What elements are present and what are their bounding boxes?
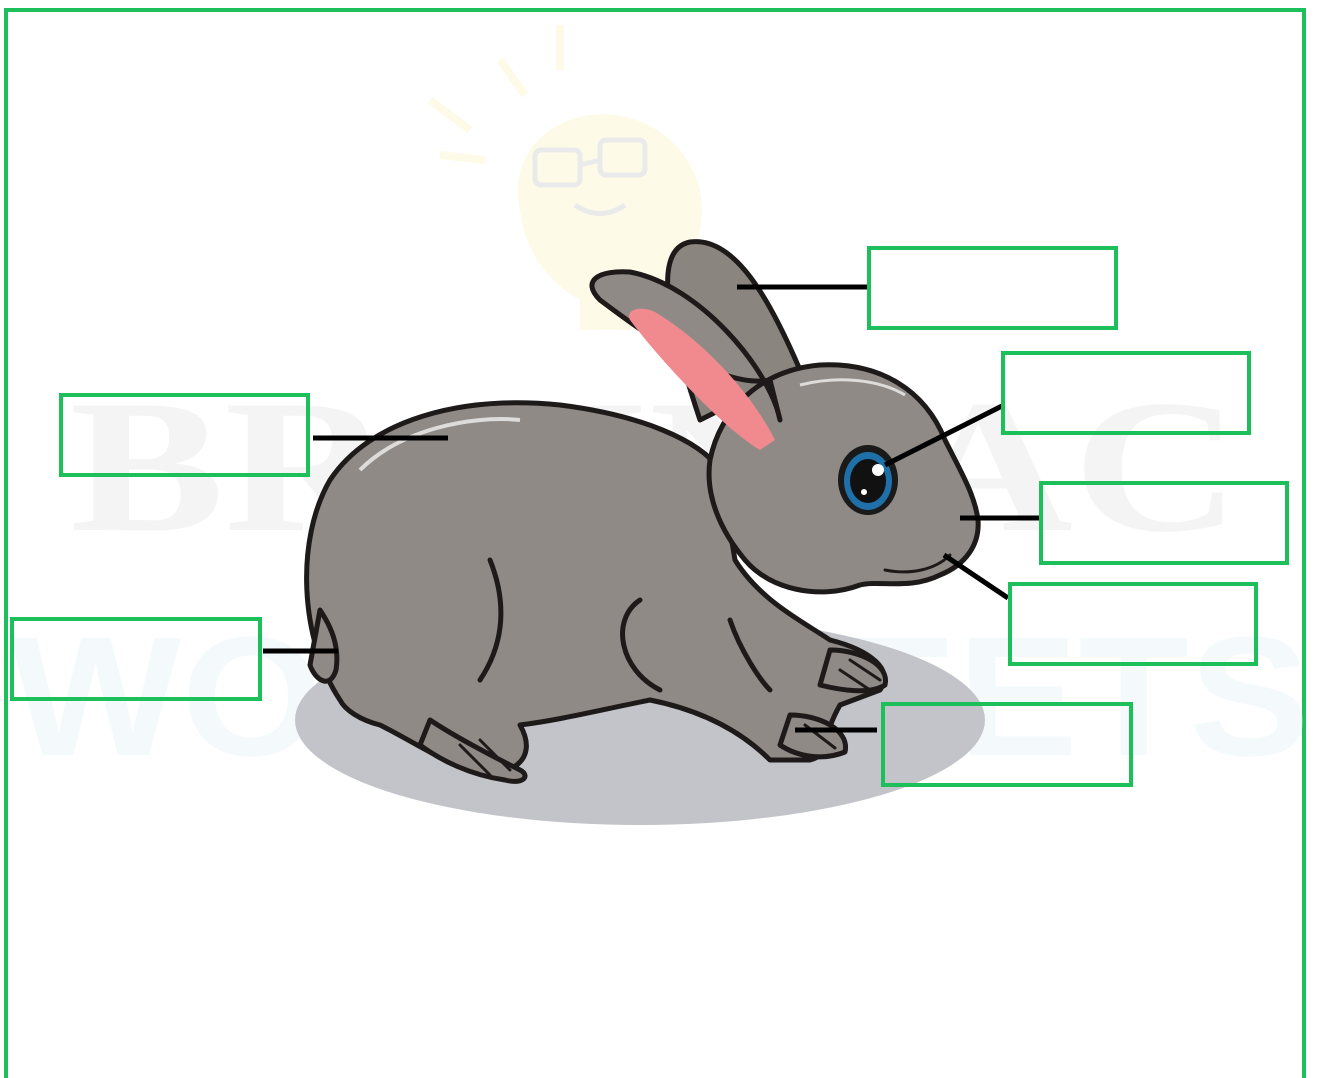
rabbit-illustration (304, 239, 981, 784)
label-box-ear[interactable] (867, 246, 1118, 330)
leader-line-eye (883, 403, 1004, 468)
label-box-nose[interactable] (1039, 481, 1289, 565)
lightbulb-mascot-watermark (427, 25, 702, 330)
label-box-eye[interactable] (1001, 351, 1251, 435)
label-box-body[interactable] (59, 393, 310, 477)
label-box-mouth[interactable] (1008, 582, 1258, 666)
label-box-tail[interactable] (10, 617, 262, 701)
body-highlight (358, 417, 521, 472)
leader-lines (263, 284, 1040, 733)
leader-line-mouth (942, 552, 1010, 601)
label-box-paw[interactable] (881, 702, 1133, 787)
rabbit-eye (838, 445, 898, 515)
page-border (4, 8, 1306, 1078)
